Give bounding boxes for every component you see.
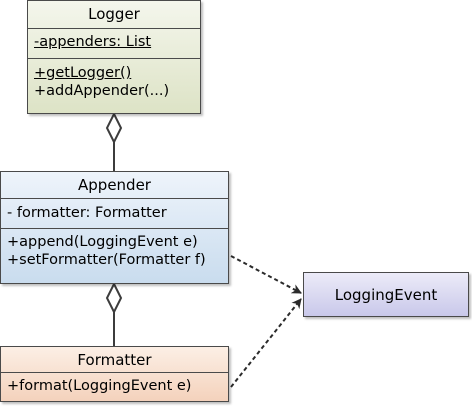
operation: +append(LoggingEvent e) bbox=[7, 234, 198, 250]
operations-section: +append(LoggingEvent e) +setFormatter(Fo… bbox=[1, 228, 228, 271]
attribute: - formatter: Formatter bbox=[7, 205, 167, 221]
operations-section: +getLogger() +addAppender(...) bbox=[28, 58, 200, 102]
class-formatter: Formatter +format(LoggingEvent e) bbox=[0, 346, 229, 402]
attributes-section: -appenders: List bbox=[28, 28, 200, 58]
operations-section: +format(LoggingEvent e) bbox=[1, 372, 228, 397]
aggregation-diamond bbox=[105, 281, 123, 315]
class-logger: Logger -appenders: List +getLogger() +ad… bbox=[27, 0, 201, 114]
class-name: Formatter bbox=[77, 351, 152, 369]
dependency-formatter-loggingevent bbox=[230, 298, 302, 388]
operation: +addAppender(...) bbox=[34, 83, 170, 99]
aggregation-diamond bbox=[105, 111, 123, 145]
class-name: Appender bbox=[78, 176, 151, 194]
operation: +getLogger() bbox=[34, 65, 132, 81]
attributes-section: - formatter: Formatter bbox=[1, 198, 228, 228]
dependency-appender-loggingevent bbox=[230, 255, 302, 294]
aggregation-appender-formatter bbox=[105, 281, 123, 346]
operation: +format(LoggingEvent e) bbox=[7, 378, 192, 394]
class-name: LoggingEvent bbox=[334, 285, 438, 304]
operation: +setFormatter(Formatter f) bbox=[7, 252, 206, 268]
class-appender: Appender - formatter: Formatter +append(… bbox=[0, 171, 229, 284]
attribute: -appenders: List bbox=[34, 34, 152, 50]
class-logging-event: LoggingEvent bbox=[303, 272, 469, 317]
class-name: Logger bbox=[88, 5, 140, 23]
aggregation-logger-appender bbox=[105, 111, 123, 171]
